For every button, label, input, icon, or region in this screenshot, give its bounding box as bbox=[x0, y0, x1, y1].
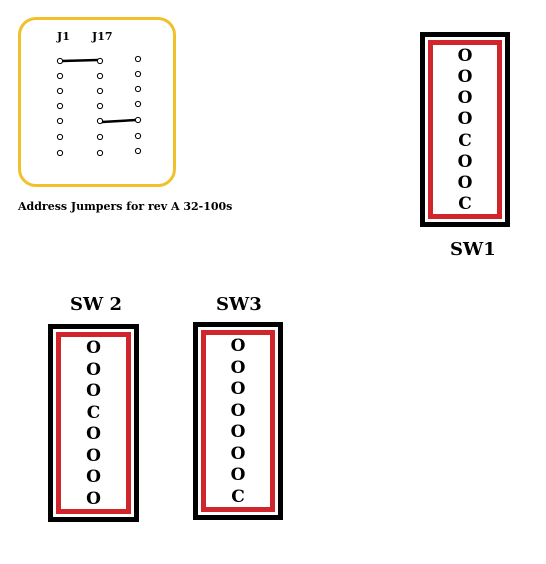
sw2-title: SW 2 bbox=[70, 294, 123, 315]
sw1-position-1: O bbox=[457, 46, 473, 66]
sw2-position-4: C bbox=[86, 402, 101, 423]
sw3-title: SW3 bbox=[216, 294, 262, 315]
sw3-positions: O O O O O O O C bbox=[201, 330, 275, 512]
sw2-dip-switch: O O O C O O O O bbox=[48, 324, 139, 522]
sw1-dip-switch: O O O O C O O C bbox=[420, 32, 510, 227]
sw1-position-3: O bbox=[457, 88, 473, 109]
jumper-pin-diagram bbox=[56, 55, 142, 157]
sw2-position-3: O bbox=[86, 381, 101, 402]
sw3-position-1: O bbox=[230, 336, 246, 356]
sw1-position-4: O bbox=[457, 109, 473, 130]
sw2-position-6: O bbox=[86, 445, 101, 466]
sw1-position-6: O bbox=[457, 151, 473, 172]
sw3-position-6: O bbox=[230, 443, 246, 464]
sw3-position-2: O bbox=[230, 357, 246, 378]
sw3-position-4: O bbox=[230, 400, 246, 421]
sw2-position-2: O bbox=[86, 359, 101, 380]
jumper-link-j1-j17 bbox=[61, 58, 99, 63]
sw3-position-8: C bbox=[231, 486, 245, 507]
jumper-header-j17: J17 bbox=[92, 30, 113, 43]
sw1-position-2: O bbox=[457, 67, 473, 88]
sw2-positions: O O O C O O O O bbox=[56, 332, 131, 514]
sw3-position-7: O bbox=[230, 465, 246, 486]
jumper-block bbox=[18, 17, 176, 187]
sw1-position-8: C bbox=[458, 193, 472, 214]
sw2-position-7: O bbox=[86, 467, 101, 488]
sw2-position-8: O bbox=[86, 488, 101, 509]
sw3-dip-switch: O O O O O O O C bbox=[193, 322, 283, 520]
sw2-position-1: O bbox=[86, 338, 101, 358]
sw1-positions: O O O O C O O C bbox=[428, 40, 502, 219]
jumper-header-j1: J1 bbox=[57, 30, 70, 43]
sw1-title: SW1 bbox=[450, 239, 496, 260]
jumper-caption: Address Jumpers for rev A 32-100s bbox=[18, 200, 233, 213]
sw3-position-3: O bbox=[230, 379, 246, 400]
sw1-position-7: O bbox=[457, 172, 473, 193]
sw2-position-5: O bbox=[86, 424, 101, 445]
sw1-position-5: C bbox=[458, 130, 472, 151]
jumper-link-lower bbox=[101, 118, 137, 124]
sw3-position-5: O bbox=[230, 422, 246, 443]
